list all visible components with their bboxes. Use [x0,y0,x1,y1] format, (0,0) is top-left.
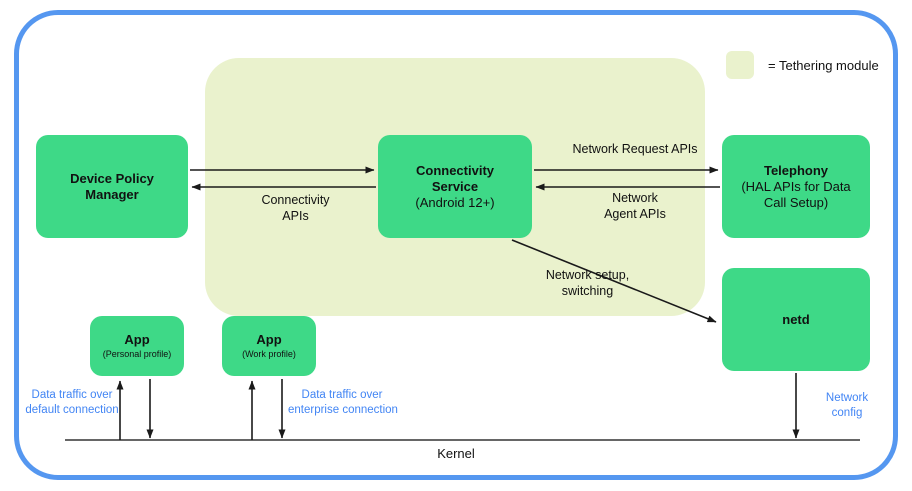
node-title: App [256,332,282,347]
node-netd[interactable]: netd [722,268,870,371]
legend-label-tethering: = Tethering module [768,57,879,73]
edge-label-line2: Agent APIs [604,207,666,221]
edge-label-line1: Network [825,392,869,404]
edge-label-line1: Connectivity [261,193,330,207]
node-title: App [124,332,150,347]
node-device-policy-manager[interactable]: Device Policy Manager [36,135,188,238]
node-subtitle: (Personal profile) [102,349,172,359]
edge-label-line2: config [831,407,863,419]
outer-frame-border [14,10,898,480]
node-title-line2: Service [431,178,479,194]
legend: = Tethering module [726,51,879,79]
node-subtitle: (HAL APIs for Data [741,178,851,194]
edge-label-line2: APIs [282,209,309,223]
edge-label-line2: switching [561,284,614,298]
legend-swatch-tethering [726,51,754,79]
node-telephony[interactable]: Telephony (HAL APIs for Data Call Setup) [722,135,870,238]
node-title: Connectivity [415,162,494,178]
edge-label-network-request-apis: Network Request APIs [572,142,698,156]
edge-label-line1: Network [612,191,658,205]
edge-label-network-agent-apis: Network Agent APIs [540,190,730,222]
node-app-work-profile[interactable]: App (Work profile) [222,316,316,376]
kernel-label: Kernel [437,446,475,461]
edge-label-network-config: Network config [812,391,882,421]
edge-label-data-traffic-enterprise: Data traffic over enterprise connection [288,388,398,418]
node-title: Telephony [763,162,829,178]
edge-label-data-traffic-default: Data traffic over default connection [22,388,122,418]
edge-label-line1: Network setup, [545,268,630,282]
edge-label-network-setup-switching: Network setup, switching [500,267,675,299]
edge-label-line2: default connection [25,404,119,416]
node-subtitle-line2: Call Setup) [763,194,829,210]
node-subtitle: (Android 12+) [415,194,495,210]
node-title: netd [782,311,810,327]
node-subtitle: (Work profile) [242,349,296,359]
node-connectivity-service[interactable]: Connectivity Service (Android 12+) [378,135,532,238]
node-title-line2: Manager [85,186,139,202]
edge-label-line1: Data traffic over [301,389,383,401]
edge-label-connectivity-apis: Connectivity APIs [213,192,378,224]
node-title: Device Policy [70,170,154,186]
node-app-personal-profile[interactable]: App (Personal profile) [90,316,184,376]
edge-label-line2: enterprise connection [288,404,398,416]
edge-label-line1: Data traffic over [31,389,113,401]
